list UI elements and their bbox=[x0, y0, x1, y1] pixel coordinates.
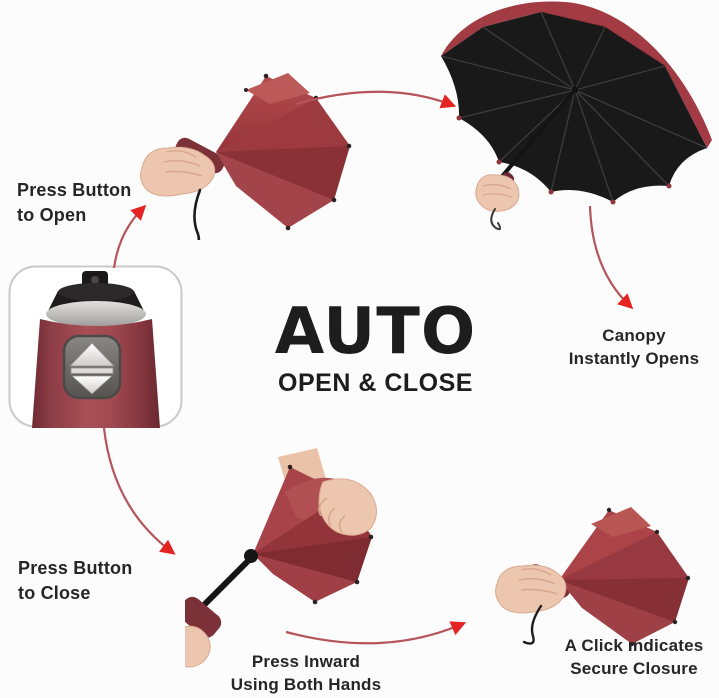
press-inward-line1: Press Inward bbox=[251, 652, 361, 671]
secure-closure-line2: Secure Closure bbox=[570, 659, 698, 679]
rim-tips bbox=[456, 115, 672, 205]
press-close-line1: Press Button bbox=[18, 558, 133, 578]
press-inward-line2: Using Both Hands bbox=[230, 675, 382, 695]
subheadline-open-close: OPEN & CLOSE bbox=[278, 369, 473, 397]
handle-button-closeup-image bbox=[8, 265, 183, 428]
secure-closure-label: A Click Indicates Secure Closure bbox=[549, 634, 719, 681]
center-title: AUTO OPEN & CLOSE bbox=[268, 300, 483, 398]
umbrella-ribs bbox=[440, 11, 708, 203]
arrow-button-to-close bbox=[102, 427, 176, 555]
headline-auto: AUTO bbox=[274, 295, 477, 369]
press-close-line2: to Close bbox=[18, 582, 91, 603]
canopy-opens-line2: Instantly Opens bbox=[568, 349, 700, 369]
folded-umbrella-press-open-image bbox=[140, 73, 352, 240]
folded-umbrella-secure-closed-image bbox=[495, 507, 691, 647]
secure-closure-line1: A Click Indicates bbox=[564, 636, 704, 655]
up-down-arrows-button-icon bbox=[62, 334, 122, 400]
close-umbrella-both-hands-image bbox=[185, 448, 377, 668]
press-open-label: Press Button to Open bbox=[17, 178, 131, 228]
press-open-line2: to Open bbox=[17, 204, 87, 225]
press-inward-label: Press Inward Using Both Hands bbox=[212, 650, 400, 697]
canopy-opens-label: Canopy Instantly Opens bbox=[549, 324, 719, 371]
open-umbrella-image bbox=[440, 1, 712, 231]
press-open-line1: Press Button bbox=[17, 180, 132, 200]
canopy-opens-line1: Canopy bbox=[602, 326, 666, 345]
press-close-label: Press Button to Close bbox=[18, 556, 132, 606]
